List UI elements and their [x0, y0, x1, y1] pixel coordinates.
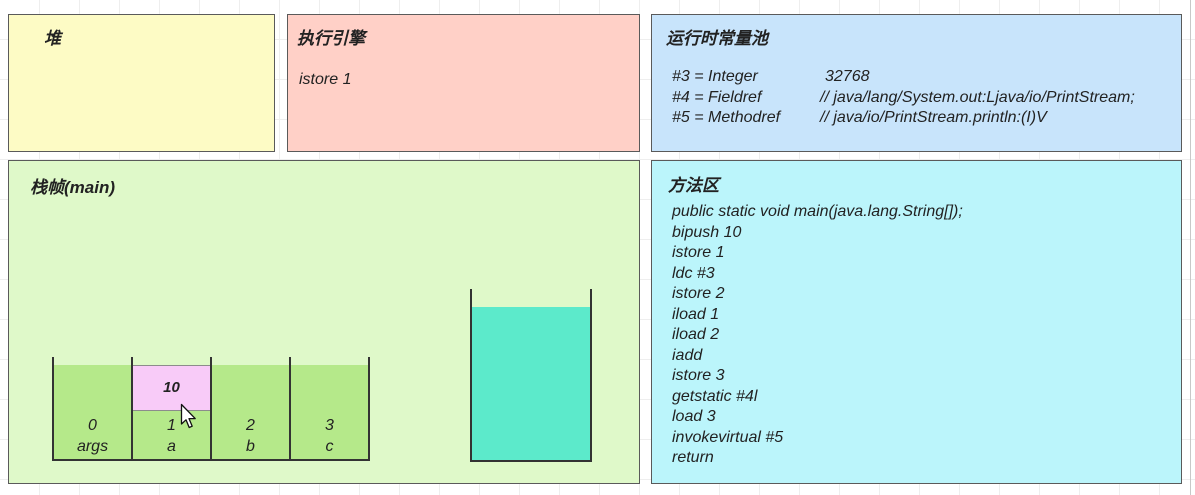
stack-frame-title: 栈帧(main) — [30, 178, 115, 197]
bytecode-line: getstatic #4l — [672, 387, 758, 405]
slot-fill — [291, 365, 368, 459]
runtime-constant-pool-title: 运行时常量池 — [666, 29, 768, 48]
method-area-panel: 方法区 public static void main(java.lang.St… — [651, 160, 1182, 484]
slot-name: c — [325, 438, 334, 455]
heap-panel: 堆 — [8, 14, 275, 152]
mouse-pointer-icon — [180, 403, 196, 429]
bytecode-line: iload 1 — [672, 305, 720, 323]
constant-pool-entry: #3 = Integer 32768 — [672, 67, 1135, 88]
constant-pool-entry-ref: #4 = Fieldref — [672, 88, 762, 106]
execution-engine-title: 执行引擎 — [297, 29, 365, 48]
constant-pool-entry-ref: #3 = Integer — [672, 68, 758, 85]
constant-pool-entries: #3 = Integer 32768 #4 = Fieldref // java… — [672, 67, 1135, 129]
bytecode-line: istore 3 — [672, 367, 725, 384]
slot-value: 10 — [133, 365, 210, 411]
constant-pool-entry-value: // java/io/PrintStream.println:(I)V — [820, 109, 1047, 126]
slot-index: 1 — [167, 417, 176, 434]
bytecode-line: load 3 — [672, 408, 716, 425]
operand-stack-fill — [472, 307, 590, 460]
bytecode-line: ldc #3 — [672, 264, 715, 282]
bytecode-line: iadd — [672, 346, 703, 364]
slot-index: 3 — [325, 417, 334, 434]
bytecode-line: return — [672, 449, 714, 466]
operand-stack — [470, 289, 592, 462]
constant-pool-entry-value: 32768 — [825, 68, 870, 85]
canvas-right-edge — [1190, 0, 1191, 495]
constant-pool-entry: #5 = Methodref // java/io/PrintStream.pr… — [672, 108, 1135, 129]
current-instruction: istore 1 — [299, 71, 352, 88]
local-variable-slot-3: 3 c — [289, 357, 368, 459]
slot-name: args — [76, 438, 109, 455]
bytecode-line: istore 1 — [672, 244, 725, 261]
local-variable-slot-1: 10 1 a — [131, 357, 210, 459]
method-area-title: 方法区 — [668, 176, 719, 195]
bytecode-line: bipush 10 — [672, 223, 742, 241]
bytecode-line: invokevirtual #5 — [672, 428, 784, 446]
slot-name: b — [246, 438, 255, 455]
execution-engine-panel: 执行引擎 istore 1 — [287, 14, 640, 152]
slot-index: 0 — [88, 417, 97, 434]
local-variable-slot-2: 2 b — [210, 357, 289, 459]
slot-fill — [212, 365, 289, 459]
heap-title: 堆 — [44, 29, 61, 48]
local-variable-slot-0: 0 args — [54, 357, 131, 459]
slot-index: 2 — [246, 417, 255, 434]
bytecode-listing: public static void main(java.lang.String… — [672, 202, 963, 469]
bytecode-line: public static void main(java.lang.String… — [672, 203, 963, 220]
bytecode-line: istore 2 — [672, 285, 725, 302]
slot-name: a — [167, 438, 176, 455]
constant-pool-entry-ref: #5 = Methodref — [672, 109, 781, 126]
runtime-constant-pool-panel: 运行时常量池 #3 = Integer 32768 #4 = Fieldref … — [651, 14, 1182, 152]
constant-pool-entry-value: // java/lang/System.out:Ljava/io/PrintSt… — [820, 88, 1135, 106]
stack-frame-panel: 栈帧(main) 0 args 10 1 a 2 b 3 c — [8, 160, 640, 484]
constant-pool-entry: #4 = Fieldref // java/lang/System.out:Lj… — [672, 88, 1135, 109]
slot-fill — [54, 365, 131, 459]
local-variable-table: 0 args 10 1 a 2 b 3 c — [52, 357, 370, 461]
bytecode-line: iload 2 — [672, 326, 720, 343]
